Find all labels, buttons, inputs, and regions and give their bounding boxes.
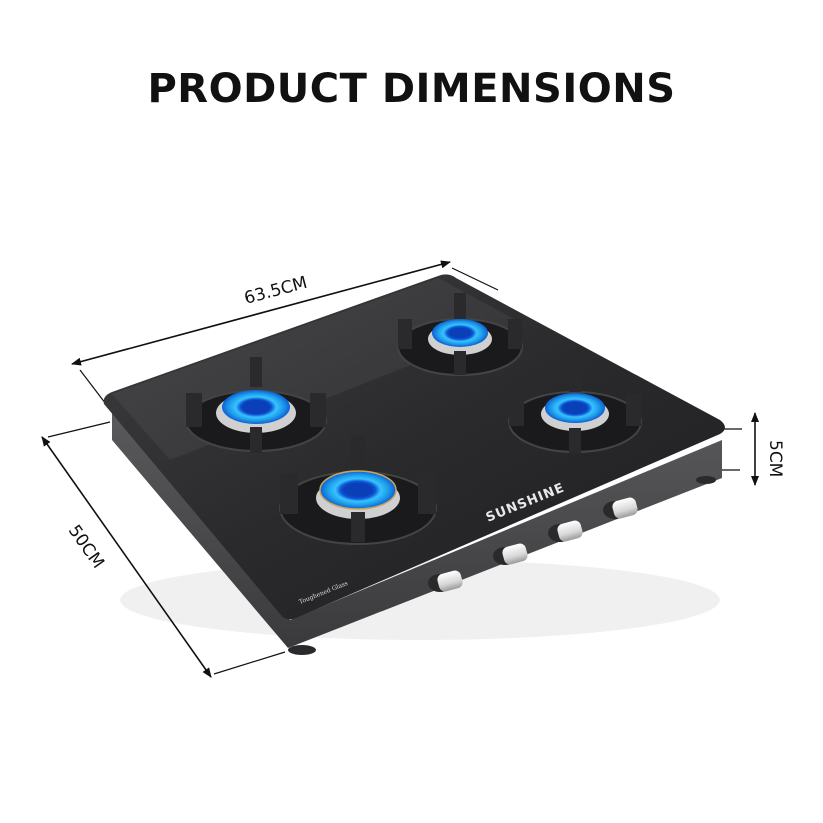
page-title: PRODUCT DIMENSIONS xyxy=(147,66,676,112)
burner-rear-left xyxy=(185,357,327,453)
burner-rear-right xyxy=(397,293,523,376)
knob-1[interactable] xyxy=(428,569,464,593)
knob-4[interactable] xyxy=(603,496,639,520)
depth-label: 50CM xyxy=(64,521,108,572)
burner-front-right xyxy=(508,364,642,454)
height-label: 5CM xyxy=(765,440,785,477)
height-dimension: 5CM xyxy=(712,412,785,486)
knob-2[interactable] xyxy=(493,542,529,566)
gas-stove: SUNSHINE Toughened Glass xyxy=(103,274,725,655)
knob-3[interactable] xyxy=(548,519,584,543)
burner-front-left xyxy=(279,436,437,545)
